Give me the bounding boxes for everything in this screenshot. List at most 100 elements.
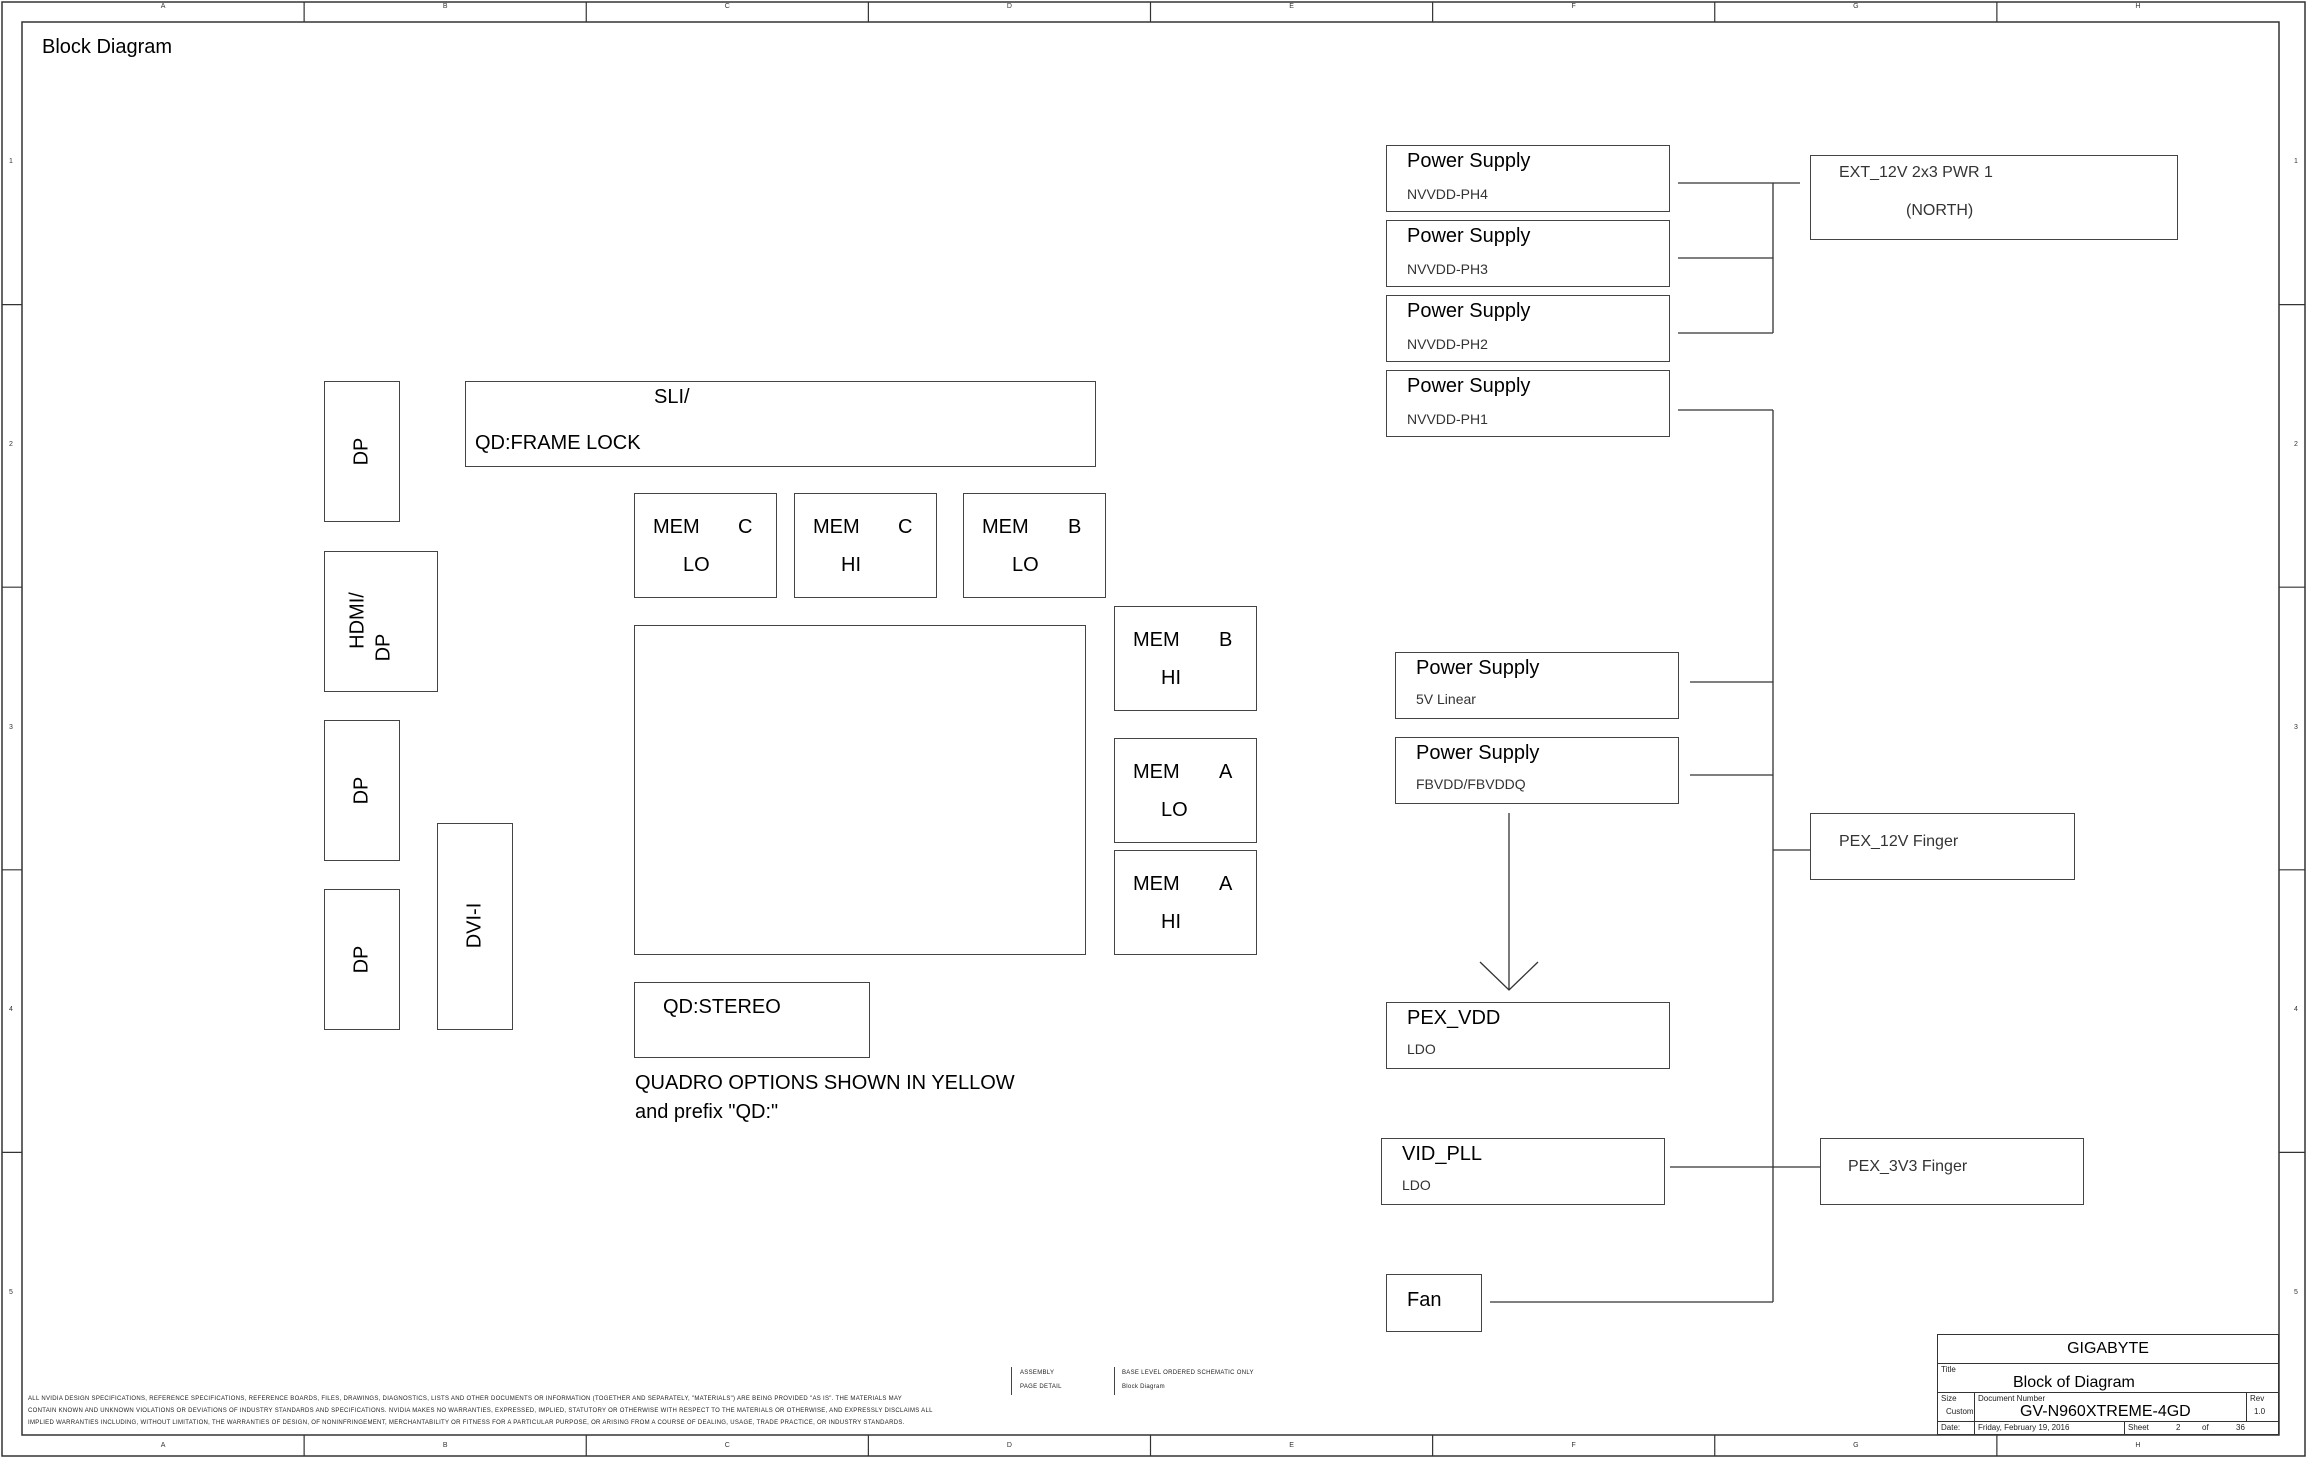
mem-bank: HI [1161, 911, 1181, 933]
zone-column-label-bottom: G [1853, 1442, 1859, 1449]
assembly-divider-1 [1011, 1367, 1012, 1395]
connector-dp-3-label: DP [350, 945, 373, 974]
zone-column-label-top: A [160, 3, 166, 10]
qd-stereo-box: QD:STEREO [634, 982, 870, 1058]
zone-row-label-left: 3 [9, 723, 13, 731]
drawing-title: Block of Diagram [2013, 1374, 2135, 1391]
quadro-note-line1: QUADRO OPTIONS SHOWN IN YELLOW [635, 1072, 1015, 1094]
size-label: Size [1941, 1394, 1957, 1403]
power-supply-label: Power Supply [1407, 300, 1531, 322]
mem-channel: C [738, 516, 753, 538]
vid-pll-ldo: VID_PLL LDO [1381, 1138, 1665, 1205]
power-rail-label: NVVDD-PH1 [1407, 411, 1488, 427]
connector-dp-1: DP [324, 381, 400, 522]
date-label: Date: [1941, 1423, 1961, 1432]
mem-c-hi: MEM C HI [794, 493, 937, 598]
zone-column-label-bottom: B [442, 1442, 448, 1449]
regulator-label: VID_PLL [1402, 1143, 1483, 1165]
document-number: GV-N960XTREME-4GD [2020, 1403, 2191, 1420]
zone-column-label-top: C [724, 3, 730, 10]
power-supply-ph1: Power Supply NVVDD-PH1 [1386, 370, 1670, 437]
regulator-type-label: LDO [1407, 1041, 1436, 1057]
zone-row-label-right: 5 [2294, 1288, 2298, 1296]
zone-column-label-bottom: H [2135, 1442, 2141, 1449]
ext-12v-location: (NORTH) [1906, 202, 1974, 219]
zone-column-label-top: B [442, 3, 448, 10]
disclaimer-line-2: CONTAIN KNOWN AND UNKNOWN VIOLATIONS OR … [28, 1408, 933, 1414]
date-value: Friday, February 19, 2016 [1978, 1423, 2070, 1432]
zone-column-label-top: E [1289, 3, 1294, 10]
mem-channel: B [1219, 629, 1233, 651]
power-rail-label: NVVDD-PH4 [1407, 186, 1488, 202]
zone-column-label-top: D [1006, 3, 1012, 10]
power-supply-ph4: Power Supply NVVDD-PH4 [1386, 145, 1670, 212]
zone-column-label-top: G [1853, 3, 1859, 10]
mem-b-hi: MEM B HI [1114, 606, 1257, 711]
connector-hdmi-dp-label: DP [372, 633, 395, 662]
gpu-block [634, 625, 1086, 955]
zone-column-label-bottom: D [1006, 1442, 1012, 1449]
regulator-type-label: LDO [1402, 1177, 1431, 1193]
mem-bank: HI [1161, 667, 1181, 689]
connector-hdmi-label: HDMI/ [346, 592, 369, 649]
power-supply-label: Power Supply [1407, 150, 1531, 172]
mem-label: MEM [813, 516, 860, 538]
zone-column-label-bottom: F [1571, 1442, 1576, 1449]
connector-dp-2-label: DP [350, 776, 373, 805]
zone-row-label-left: 4 [9, 1006, 13, 1014]
power-rail-label: FBVDD/FBVDDQ [1416, 776, 1526, 792]
mem-label: MEM [1133, 629, 1180, 651]
ext-12v-connector: EXT_12V 2x3 PWR 1 (NORTH) [1810, 155, 2178, 240]
mem-bank: LO [683, 554, 710, 576]
quadro-note-line2: and prefix "QD:" [635, 1101, 779, 1123]
pex-12v-label: PEX_12V Finger [1839, 833, 1959, 850]
mem-label: MEM [653, 516, 700, 538]
mem-b-lo: MEM B LO [963, 493, 1106, 598]
sheet-label: Sheet [2128, 1423, 2149, 1432]
power-supply-ph2: Power Supply NVVDD-PH2 [1386, 295, 1670, 362]
connector-dp-3: DP [324, 889, 400, 1030]
rev-label: Rev [2250, 1394, 2265, 1403]
mem-channel: C [898, 516, 913, 538]
zone-column-label-bottom: C [724, 1442, 730, 1449]
connection-lines [1479, 182, 1820, 1303]
fan-label: Fan [1407, 1289, 1442, 1311]
zone-row-label-right: 3 [2294, 723, 2298, 731]
sheet-title: Block Diagram [42, 36, 173, 58]
size-value: Custom [1946, 1407, 1974, 1416]
mem-label: MEM [1133, 761, 1180, 783]
pex-vdd-ldo: PEX_VDD LDO [1386, 1002, 1670, 1069]
docnum-label: Document Number [1978, 1394, 2046, 1403]
zone-row-label-left: 2 [9, 440, 13, 448]
power-supply-5v-linear: Power Supply 5V Linear [1395, 652, 1679, 719]
mem-channel: A [1219, 873, 1233, 895]
mem-channel: A [1219, 761, 1233, 783]
assembly-label: ASSEMBLY [1020, 1370, 1055, 1376]
sli-frame-lock-box: SLI/ QD:FRAME LOCK [465, 381, 1096, 467]
zone-column-label-bottom: E [1289, 1442, 1294, 1449]
power-rail-label: NVVDD-PH3 [1407, 261, 1488, 277]
power-rail-label: 5V Linear [1416, 691, 1476, 707]
mem-bank: LO [1012, 554, 1039, 576]
disclaimer-line-1: ALL NVIDIA DESIGN SPECIFICATIONS, REFERE… [28, 1396, 903, 1402]
disclaimer-line-3: IMPLIED WARRANTIES INCLUDING, WITHOUT LI… [28, 1420, 905, 1426]
connector-dp-2: DP [324, 720, 400, 861]
page-detail-label: PAGE DETAIL [1020, 1384, 1062, 1390]
zone-row-label-left: 1 [9, 158, 13, 166]
power-supply-label: Power Supply [1407, 225, 1531, 247]
pex-3v3-label: PEX_3V3 Finger [1848, 1158, 1968, 1175]
power-supply-label: Power Supply [1416, 742, 1540, 764]
power-supply-label: Power Supply [1407, 375, 1531, 397]
assembly-value: BASE LEVEL ORDERED SCHEMATIC ONLY [1122, 1370, 1254, 1376]
connector-hdmi-dp: HDMI/ DP [324, 551, 438, 692]
fan-block: Fan [1386, 1274, 1482, 1332]
power-supply-label: Power Supply [1416, 657, 1540, 679]
connector-dvi-label: DVI-I [463, 902, 486, 949]
zone-row-label-left: 5 [9, 1288, 13, 1296]
page-detail-value: Block Diagram [1122, 1384, 1165, 1390]
assembly-divider-2 [1114, 1367, 1115, 1395]
regulator-label: PEX_VDD [1407, 1007, 1501, 1029]
mem-label: MEM [1133, 873, 1180, 895]
zone-column-label-top: F [1571, 3, 1576, 10]
